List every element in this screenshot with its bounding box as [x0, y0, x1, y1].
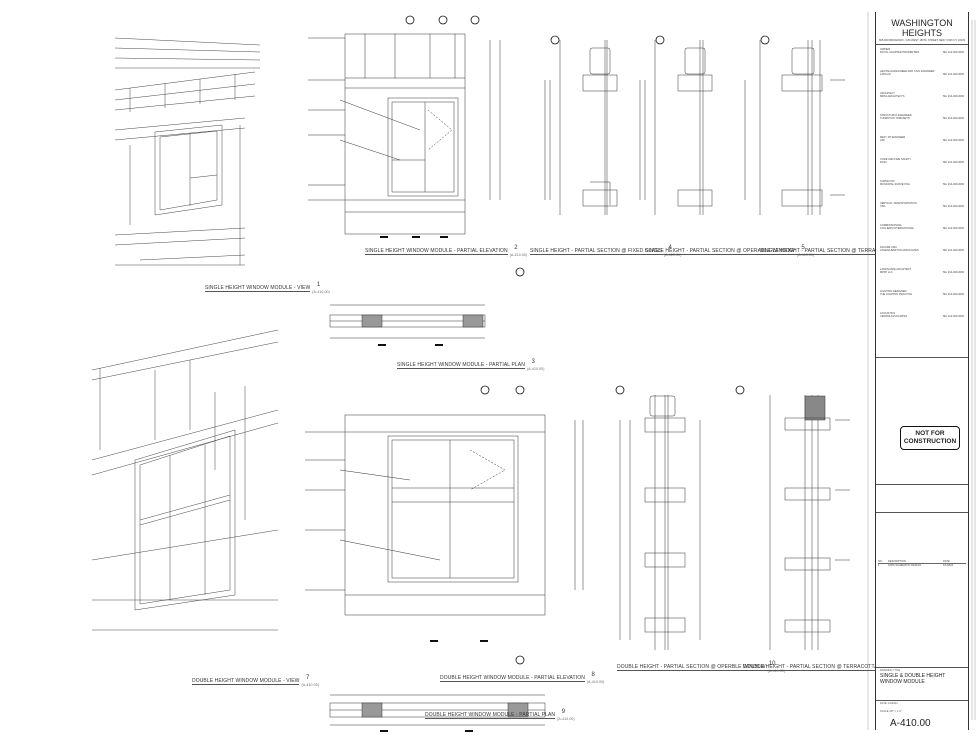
section-markers [405, 15, 770, 665]
date-field: DATE 1/1/2024 [880, 702, 898, 705]
section-10 [619, 395, 701, 650]
caption-9: DOUBLE HEIGHT WINDOW MODULE - PARTIAL PL… [425, 709, 575, 721]
project-title: WASHINGTON HEIGHTS [891, 18, 953, 38]
section-5 [639, 40, 713, 215]
caption-11: DOUBLE HEIGHT - PARTIAL SECTION @ TERRAC… [743, 661, 897, 673]
caption-4: SINGLE HEIGHT - PARTIAL SECTION @ FIXED … [530, 245, 682, 257]
general-notes-strip [971, 20, 976, 720]
not-for-construction-stamp: NOT FOR CONSTRUCTION [900, 426, 960, 450]
caption-10: DOUBLE HEIGHT - PARTIAL SECTION @ OPERBL… [617, 661, 786, 673]
project-address: 605-609 BROADWAY / 180 WEST 180TH STREET… [878, 39, 966, 42]
title-block: WASHINGTON HEIGHTS 605-609 BROADWAY / 18… [875, 12, 969, 730]
caption-2: SINGLE HEIGHT WINDOW MODULE - PARTIAL EL… [365, 245, 528, 257]
caption-3: SINGLE HEIGHT WINDOW MODULE - PARTIAL PL… [397, 359, 545, 371]
view-1-perspective [114, 37, 261, 266]
section-4 [544, 40, 618, 215]
caption-5: SINGLE HEIGHT - PARTIAL SECTION @ OPERAB… [645, 245, 815, 257]
plan-9 [329, 694, 546, 726]
elevation-8 [305, 414, 584, 616]
view-7-perspective [91, 329, 279, 631]
section-6 [744, 40, 845, 215]
caption-8: DOUBLE HEIGHT WINDOW MODULE - PARTIAL EL… [440, 672, 605, 684]
revision-table: NO. DESCRIPTION DATE 1 100% SCHEMATIC DE… [878, 560, 966, 567]
sheet-number: A-410.00 [890, 718, 931, 729]
elevation-2 [308, 33, 501, 235]
drawing-title: SINGLE & DOUBLE HEIGHT WINDOW MODULE [880, 673, 946, 685]
section-11 [769, 395, 850, 650]
plan-3 [329, 304, 486, 339]
drawing-title-label: DRAWING TITLE [880, 669, 901, 672]
scale-field: SCALE 1/8" = 1'-0" [880, 710, 902, 713]
caption-6: SINGLE HEIGHT - PARTIAL SECTION @ TERRAC… [760, 245, 912, 257]
